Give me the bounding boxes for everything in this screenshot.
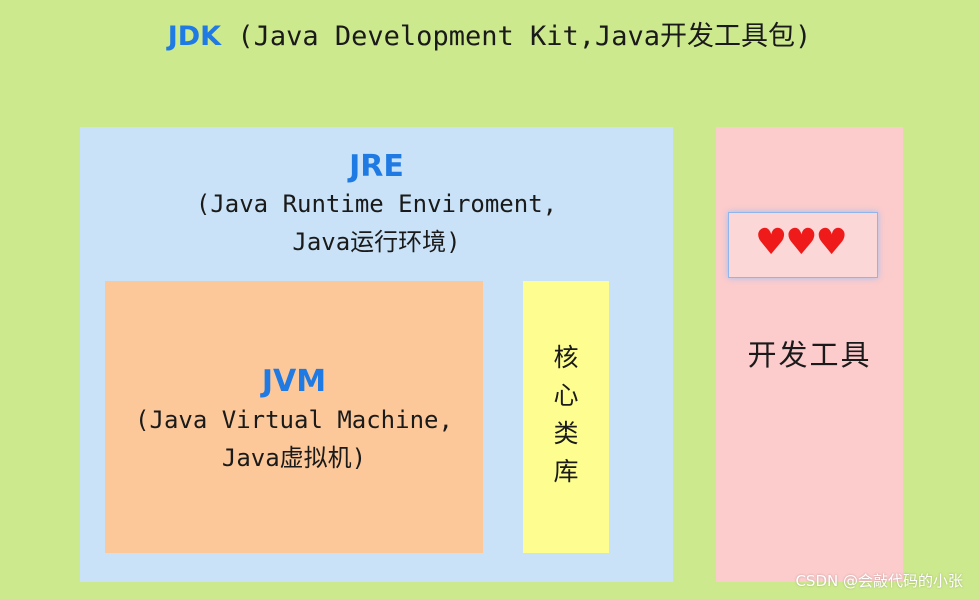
jvm-header: JVM (Java Virtual Machine, Java虚拟机) <box>105 363 483 477</box>
core-library-char: 心 <box>553 381 579 410</box>
core-library-label: 核 心 类 库 <box>523 339 609 491</box>
jre-acronym: JRE <box>349 149 404 184</box>
jvm-description-line1: (Java Virtual Machine, <box>135 406 453 434</box>
jvm-description-line2: Java虚拟机) <box>221 444 367 472</box>
jdk-title: JDK (Java Development Kit,Java开发工具包) <box>0 14 979 53</box>
core-library-char: 库 <box>553 457 579 486</box>
jre-description-line1: (Java Runtime Enviroment, <box>195 190 558 218</box>
core-library-char: 类 <box>553 419 579 448</box>
jdk-description: (Java Development Kit,Java开发工具包) <box>237 21 812 52</box>
hearts-icon: ♥♥♥ <box>728 212 878 278</box>
jre-box: JRE (Java Runtime Enviroment, Java运行环境) … <box>80 127 673 582</box>
jvm-box: JVM (Java Virtual Machine, Java虚拟机) <box>105 281 483 553</box>
jre-header: JRE (Java Runtime Enviroment, Java运行环境) <box>80 149 673 261</box>
jre-description-line2: Java运行环境) <box>292 228 461 256</box>
core-library-box: 核 心 类 库 <box>523 281 609 553</box>
jvm-acronym: JVM <box>261 364 327 399</box>
dev-tools-label: 开发工具 <box>747 338 872 372</box>
dev-tools-box: ♥♥♥ 开发工具 <box>716 127 903 582</box>
watermark: CSDN @会敲代码的小张 <box>795 572 963 590</box>
jdk-acronym: JDK <box>167 21 222 52</box>
core-library-char: 核 <box>553 343 579 372</box>
